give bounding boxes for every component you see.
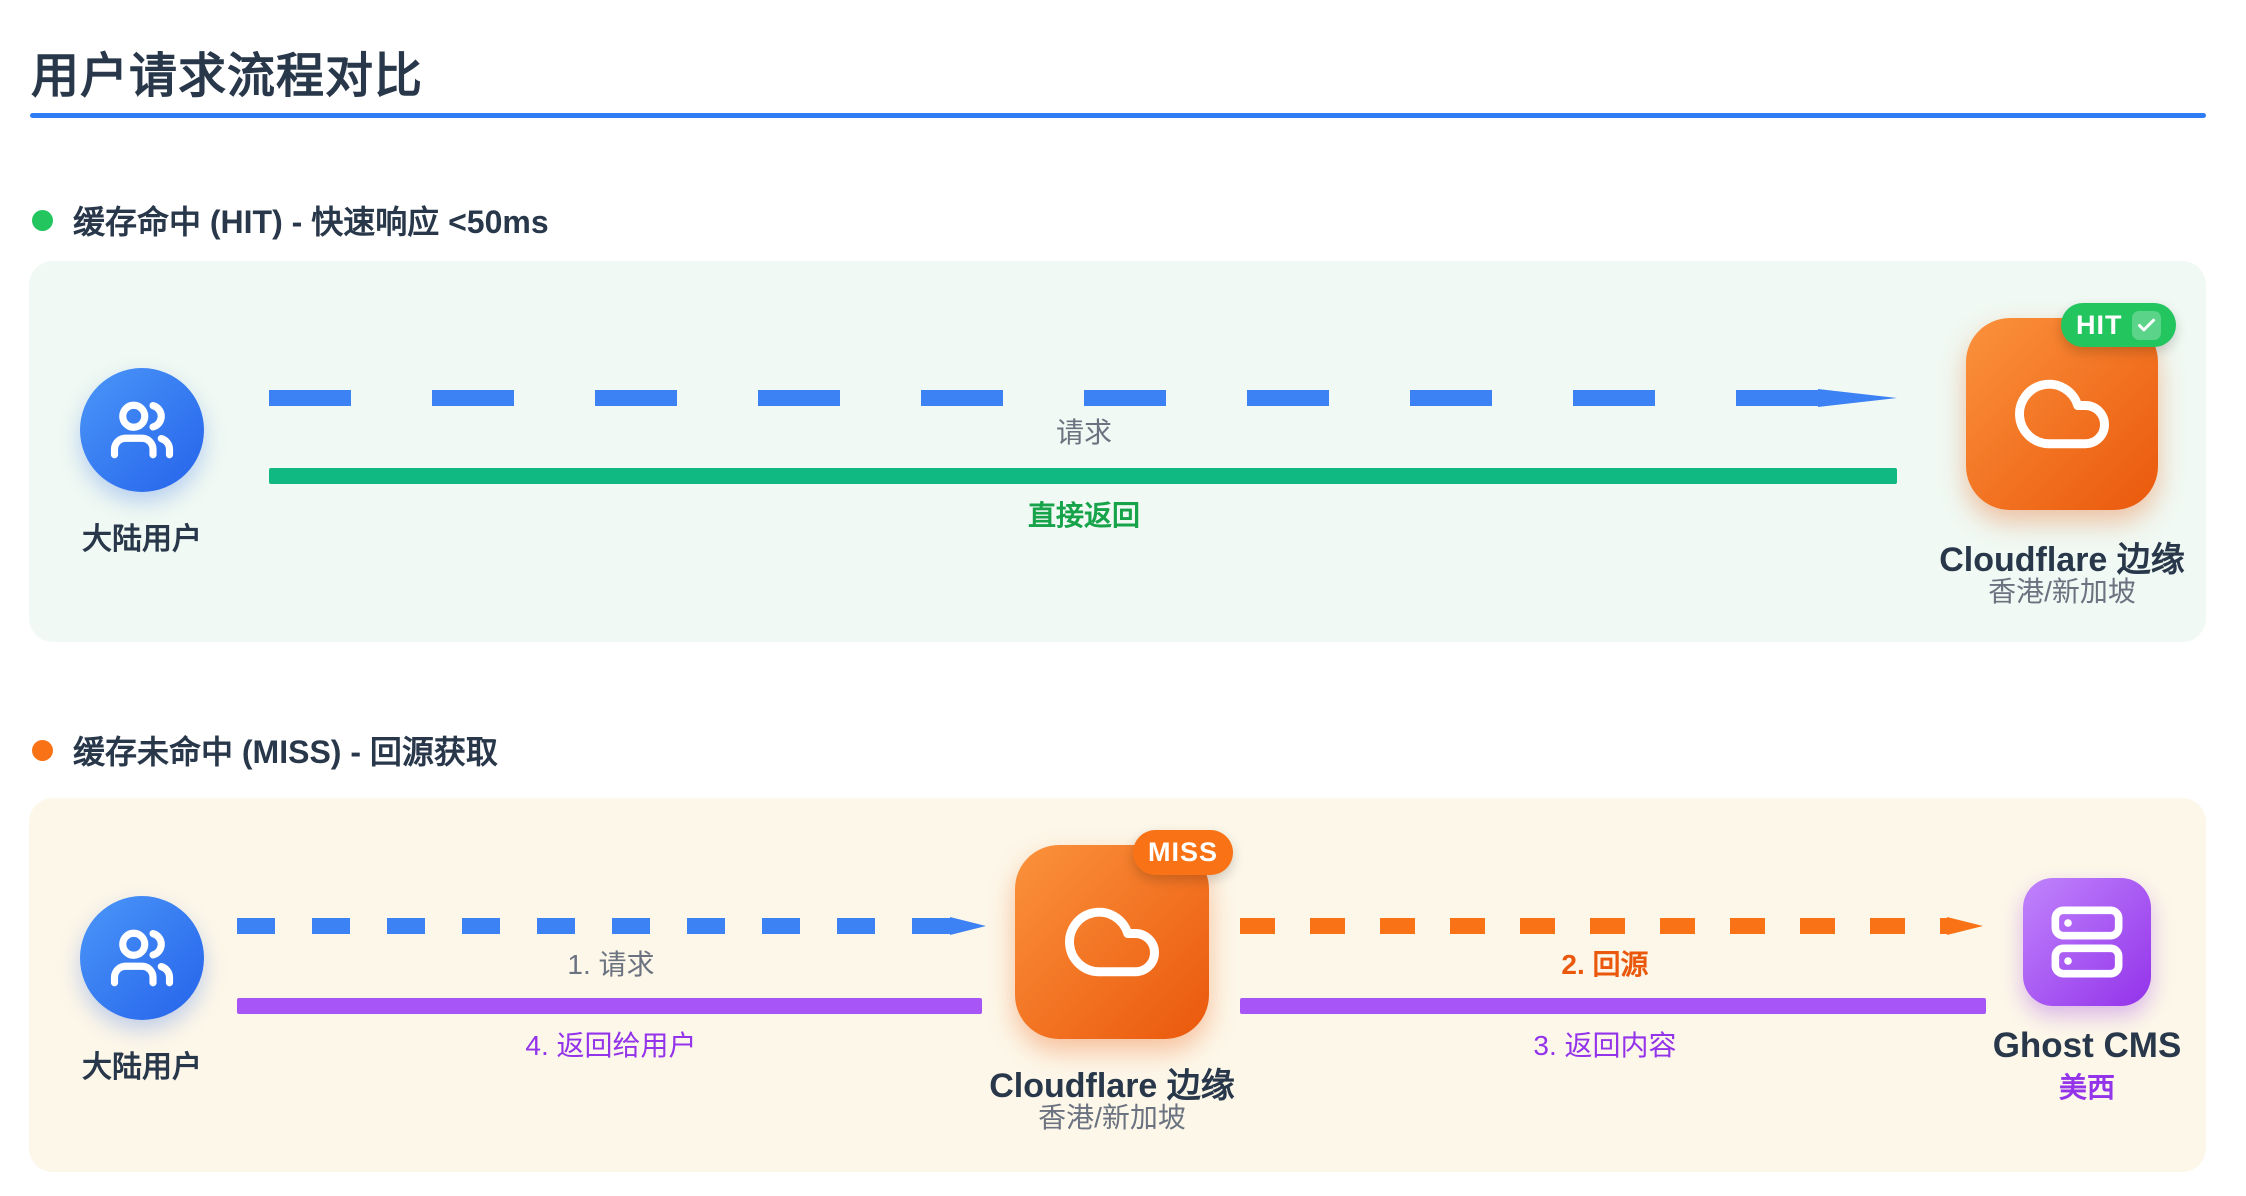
server-icon (2051, 906, 2123, 978)
mainland-user-label-miss: 大陆用户 (82, 1051, 202, 1084)
miss-step4-label: 4. 返回给用户 (525, 1030, 697, 1061)
miss-status-dot (32, 739, 53, 761)
miss-step1-arrowhead (950, 917, 986, 935)
miss-edge-subtitle: 香港/新加坡 (1038, 1102, 1186, 1133)
hit-panel: 大陆用户 请求 直接返回 HIT Cloudflare 边缘 香港/新加坡 (29, 261, 2206, 642)
hit-edge-title: Cloudflare 边缘 (1939, 541, 2185, 579)
hit-return-label: 直接返回 (1027, 500, 1141, 531)
ghost-cms-title: Ghost CMS (1992, 1026, 2182, 1065)
miss-panel: 大陆用户 1. 请求 4. 返回给用户 MISS Cloudflare 边缘 香… (29, 798, 2206, 1172)
hit-status-dot (32, 209, 53, 231)
hit-badge-label: HIT (2076, 309, 2123, 340)
hit-section-title: 缓存命中 (HIT) - 快速响应 <50ms (73, 204, 549, 240)
users-icon (110, 929, 174, 987)
mainland-user-node-miss (80, 896, 204, 1020)
hit-request-dashed-line (269, 390, 1818, 406)
hit-request-arrowhead (1818, 389, 1897, 407)
miss-section-header: 缓存未命中 (MISS) - 回源获取 (32, 727, 498, 773)
miss-section-title: 缓存未命中 (MISS) - 回源获取 (73, 734, 498, 770)
mainland-user-label: 大陆用户 (82, 523, 202, 556)
miss-step1-dashed-line (237, 918, 950, 934)
miss-step3-line (1240, 998, 1986, 1014)
page-title: 用户请求流程对比 (31, 50, 424, 103)
ghost-cms-subtitle: 美西 (2058, 1072, 2116, 1103)
miss-step2-dashed-line (1240, 918, 1947, 934)
mainland-user-node (80, 368, 204, 492)
miss-step1-label: 1. 请求 (567, 949, 655, 980)
hit-section-header: 缓存命中 (HIT) - 快速响应 <50ms (32, 197, 549, 243)
title-underline (30, 113, 2206, 118)
ghost-cms-node (2023, 878, 2151, 1006)
miss-step3-label: 3. 返回内容 (1533, 1030, 1677, 1061)
miss-step2-label: 2. 回源 (1561, 949, 1649, 980)
hit-return-line (269, 468, 1897, 484)
cloudflare-edge-node (1966, 318, 2158, 510)
hit-edge-subtitle: 香港/新加坡 (1988, 576, 2136, 607)
check-icon (2131, 310, 2161, 340)
miss-step2-arrowhead (1947, 917, 1983, 935)
miss-edge-title: Cloudflare 边缘 (989, 1067, 1235, 1105)
users-icon (110, 401, 174, 459)
miss-badge: MISS (1133, 830, 1234, 875)
hit-badge: HIT (2061, 303, 2176, 347)
hit-request-label: 请求 (1055, 417, 1113, 448)
cloud-icon (1065, 907, 1159, 977)
miss-step4-line (237, 998, 982, 1014)
miss-badge-label: MISS (1148, 837, 1219, 867)
cloudflare-edge-node-miss (1015, 845, 1209, 1039)
cloud-icon (2015, 379, 2109, 449)
